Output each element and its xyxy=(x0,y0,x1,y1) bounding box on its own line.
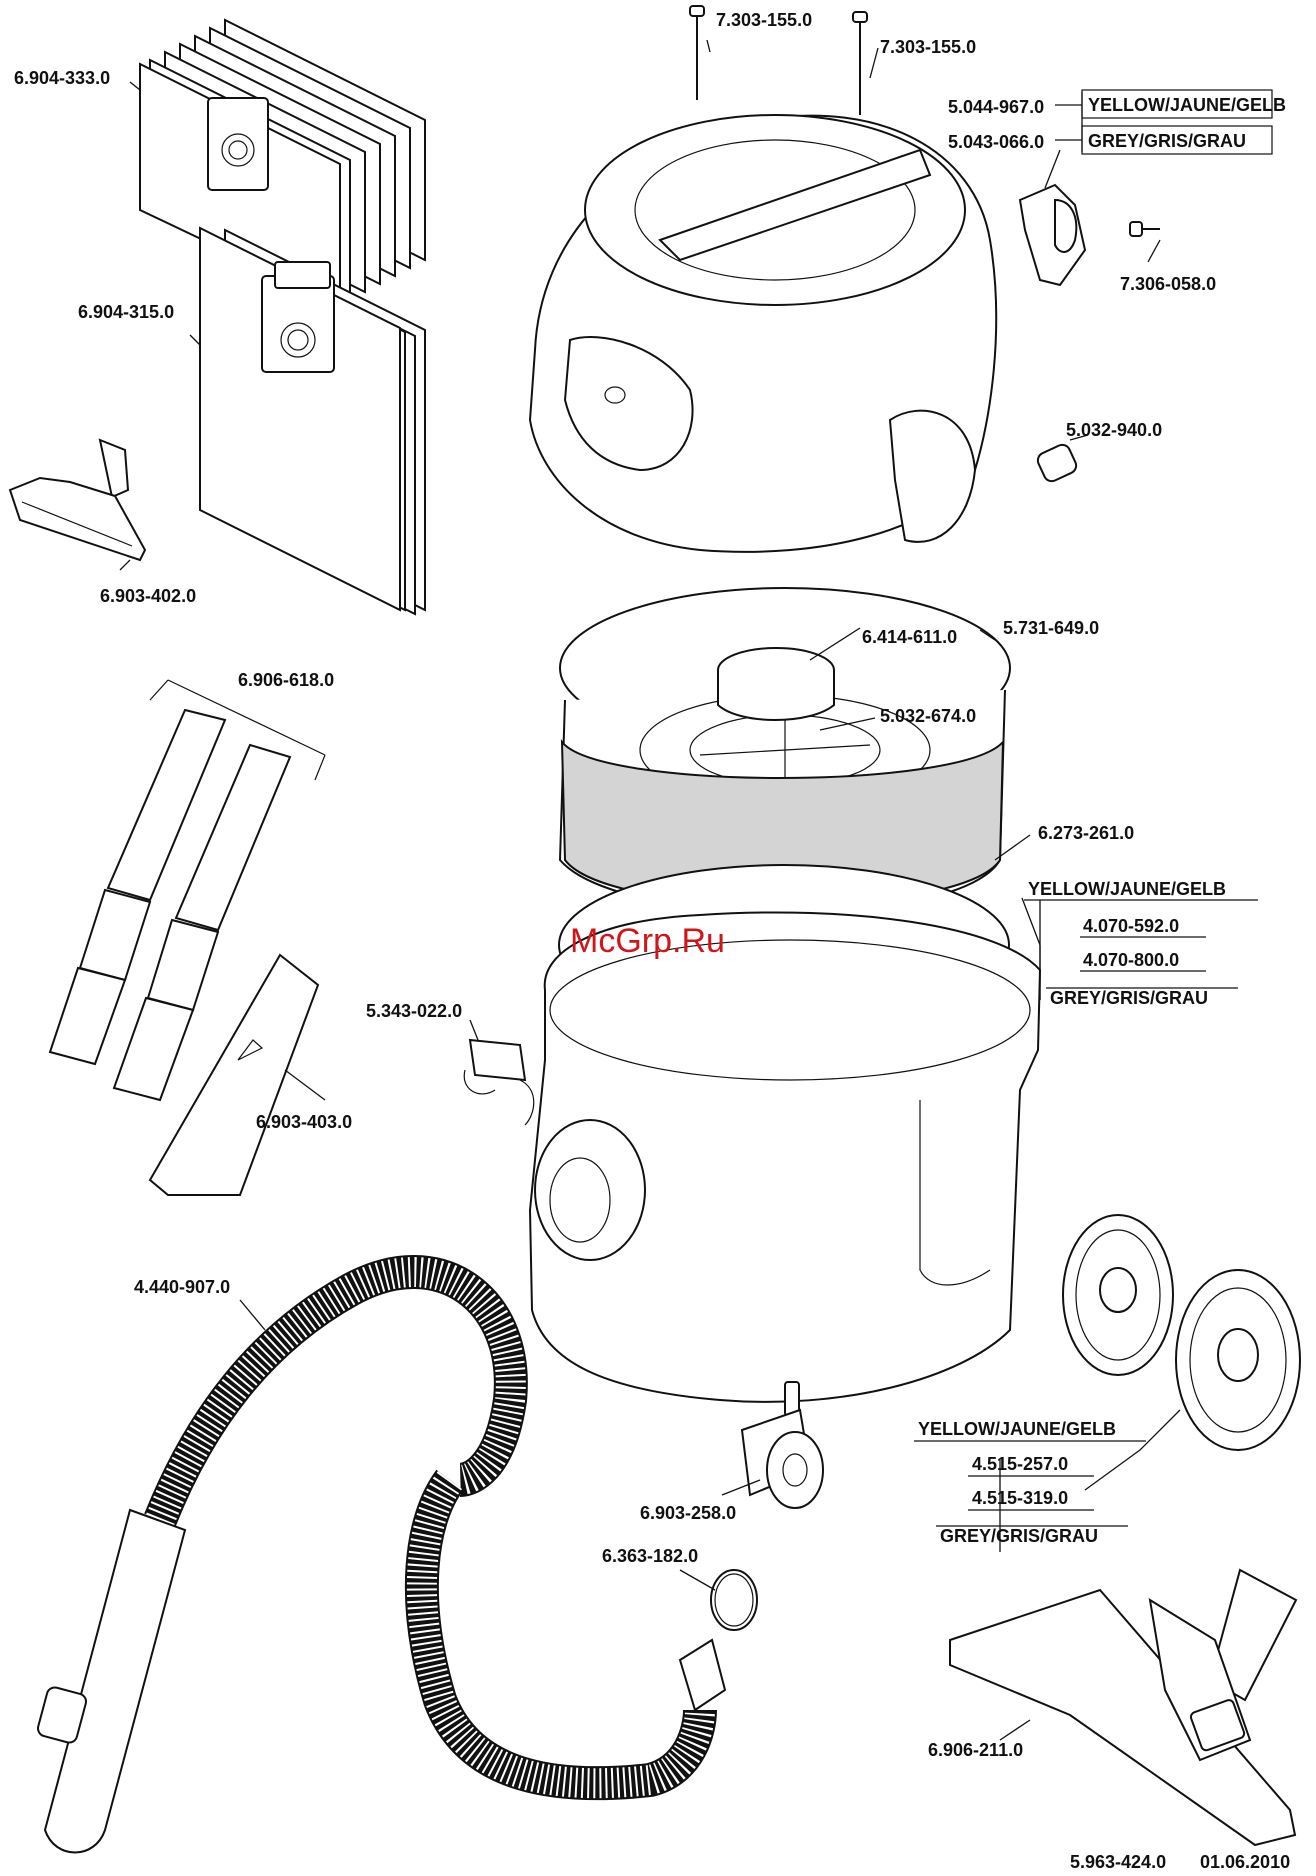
part-labels: 7.303-155.0 7.303-155.0 5.044-967.0 YELL… xyxy=(14,10,1290,1872)
wheels-drawing xyxy=(1062,1214,1301,1451)
o-ring-drawing xyxy=(710,1569,758,1631)
label-screw-right: 7.303-155.0 xyxy=(880,37,976,57)
label-upholstery-nozzle: 6.903-402.0 xyxy=(100,586,196,606)
label-castor: 6.903-258.0 xyxy=(640,1503,736,1523)
small-screw-drawing xyxy=(1129,221,1160,237)
clip-drawing xyxy=(463,1038,535,1126)
leader-lines xyxy=(119,39,1181,1741)
label-switch-yellow-color: YELLOW/JAUNE/GELB xyxy=(1088,95,1286,115)
filter-bag-stack-a-drawing xyxy=(139,18,426,307)
label-basket: 5.731-649.0 xyxy=(1003,618,1099,638)
label-filter-sleeve: 6.273-261.0 xyxy=(1038,823,1134,843)
label-container-grey-color: GREY/GRIS/GRAU xyxy=(1050,988,1208,1008)
filter-bag-stack-b-drawing xyxy=(199,226,426,616)
filter-element-drawing xyxy=(717,647,835,721)
small-knob-drawing xyxy=(1036,443,1078,483)
label-container-yellow: 4.070-592.0 xyxy=(1083,916,1179,936)
label-wheel-grey: 4.515-319.0 xyxy=(972,1488,1068,1508)
label-crevice-nozzle: 6.903-403.0 xyxy=(256,1112,352,1132)
label-filter-element: 6.414-611.0 xyxy=(862,627,957,647)
crevice-nozzle-drawing xyxy=(148,953,320,1196)
label-filter-holder: 5.032-674.0 xyxy=(880,706,976,726)
label-o-ring: 6.363-182.0 xyxy=(602,1546,698,1566)
label-small-screw: 7.306-058.0 xyxy=(1120,274,1216,294)
label-floor-nozzle: 6.906-211.0 xyxy=(928,1740,1023,1760)
label-switch-yellow: 5.044-967.0 xyxy=(948,97,1044,117)
label-wheel-yellow-color: YELLOW/JAUNE/GELB xyxy=(918,1419,1116,1439)
label-wheel-grey-color: GREY/GRIS/GRAU xyxy=(940,1526,1098,1546)
label-knob: 5.032-940.0 xyxy=(1066,420,1162,440)
label-wheel-yellow: 4.515-257.0 xyxy=(972,1454,1068,1474)
label-switch-grey-color: GREY/GRIS/GRAU xyxy=(1088,131,1246,151)
castor-drawing xyxy=(740,1381,824,1509)
long-screws-drawing xyxy=(689,5,868,115)
label-hose: 4.440-907.0 xyxy=(134,1277,230,1297)
label-bag-set-a: 6.904-333.0 xyxy=(14,68,110,88)
watermark: McGrp.Ru xyxy=(570,922,725,960)
label-container-yellow-color: YELLOW/JAUNE/GELB xyxy=(1028,879,1226,899)
footer-date: 01.06.2010 xyxy=(1200,1852,1290,1872)
suction-hose-drawing xyxy=(37,1255,727,1854)
label-clip: 5.343-022.0 xyxy=(366,1001,462,1021)
label-container-grey: 4.070-800.0 xyxy=(1083,950,1179,970)
label-screw-left: 7.303-155.0 xyxy=(716,10,812,30)
upholstery-nozzle-drawing xyxy=(8,438,147,562)
floor-nozzle-drawing xyxy=(949,1568,1298,1847)
label-bag-set-b: 6.904-315.0 xyxy=(78,302,174,322)
motor-head-drawing xyxy=(528,114,998,553)
extension-tubes-drawing xyxy=(48,679,326,1102)
container-drawing xyxy=(528,911,1042,1403)
switch-knob-drawing xyxy=(1018,183,1087,287)
footer-doc-number: 5.963-424.0 xyxy=(1070,1852,1166,1872)
label-switch-grey: 5.043-066.0 xyxy=(948,132,1044,152)
label-tubes: 6.906-618.0 xyxy=(238,670,334,690)
